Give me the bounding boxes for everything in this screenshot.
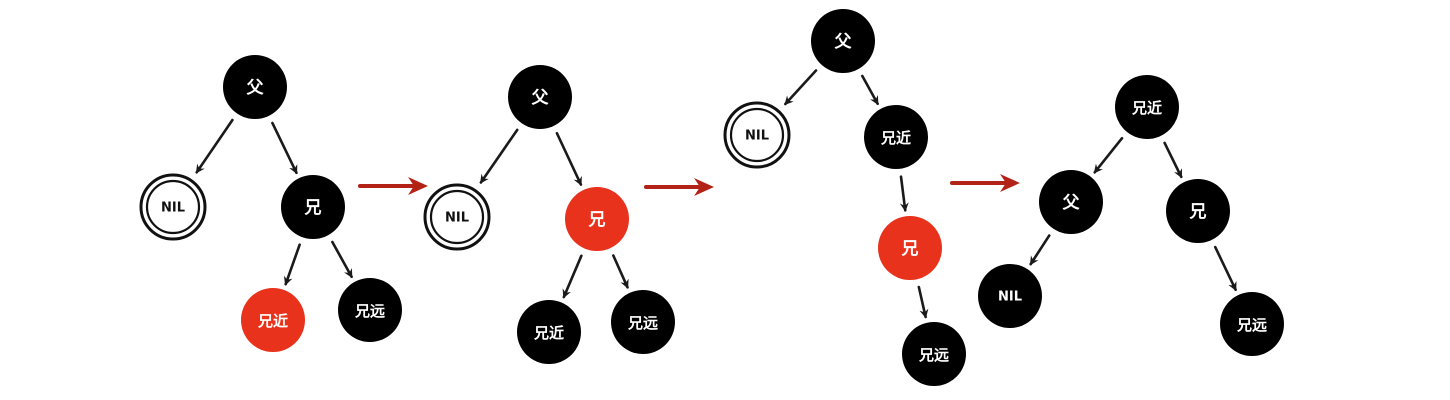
black-node-circle	[517, 300, 581, 364]
black-node-circle	[811, 9, 875, 73]
stage-1-edge-parent-to-sibling	[271, 121, 298, 175]
stage-4-node-sibling-far: 兄远	[1220, 292, 1284, 356]
stage-1-edge-sibling-to-sibling-near	[283, 243, 301, 286]
step-arrow-stage-3-to-4	[950, 174, 1020, 192]
stage-1-node-sibling-near: 兄近	[241, 288, 305, 352]
black-node-circle	[611, 290, 675, 354]
stage-3-edge-parent-to-sibling-near	[861, 74, 879, 106]
red-node-circle	[241, 288, 305, 352]
black-node-circle	[281, 175, 345, 239]
stage-4-node-sibling: 兄	[1166, 179, 1230, 243]
node-label: 父	[1062, 193, 1081, 213]
stage-2-node-sibling: 兄	[565, 187, 629, 251]
node-label: NIL	[445, 211, 469, 226]
node-label: 父	[834, 32, 853, 52]
node-label: 兄近	[880, 129, 911, 147]
stage-1-node-sibling: 兄	[281, 175, 345, 239]
stage-2-edge-parent-to-sibling	[555, 131, 583, 186]
stage-2-edge-sibling-to-sibling-far	[612, 254, 629, 289]
step-arrow-stage-2-to-3	[644, 178, 714, 196]
stage-4-node-sibling-near: 兄近	[1115, 75, 1179, 139]
node-label: 兄近	[533, 324, 564, 342]
black-node-circle	[508, 65, 572, 129]
stage-1-edge-sibling-to-sibling-far	[331, 240, 353, 279]
node-label: NIL	[161, 201, 185, 216]
stage-2-edge-parent-to-nil	[479, 128, 519, 184]
node-label: 兄远	[354, 302, 385, 320]
stage-4-edge-sibling-to-sibling-far	[1213, 245, 1237, 292]
stage-2-node-sibling-far: 兄远	[611, 290, 675, 354]
node-label: 父	[246, 78, 265, 98]
black-node-circle	[902, 322, 966, 386]
node-label: 兄近	[257, 312, 288, 330]
stage-4-node-nil: NIL	[978, 264, 1042, 328]
black-node-circle	[864, 105, 928, 169]
black-node-circle	[338, 278, 402, 342]
node-label: 兄远	[918, 346, 949, 364]
nil-inner-ring	[429, 189, 485, 245]
stage-3-node-sibling: 兄	[878, 216, 942, 280]
node-label: NIL	[745, 129, 769, 144]
stage-1-edge-parent-to-nil	[195, 118, 234, 174]
node-label: 父	[531, 88, 550, 108]
stage-3-node-sibling-near: 兄近	[864, 105, 928, 169]
black-node-circle	[1115, 75, 1179, 139]
node-label: 兄远	[1236, 316, 1267, 334]
nil-outer-ring	[723, 101, 791, 169]
black-node-circle	[223, 55, 287, 119]
node-label: 兄	[588, 210, 606, 230]
nil-outer-ring	[423, 183, 491, 251]
stage-2-node-sibling-near: 兄近	[517, 300, 581, 364]
stage-1-node-nil: NIL	[139, 173, 207, 241]
stage-3-edge-sibling-near-to-sibling	[899, 175, 909, 212]
stage-1-node-sibling-far: 兄远	[338, 278, 402, 342]
red-node-circle	[565, 187, 629, 251]
stage-1-node-parent: 父	[223, 55, 287, 119]
stage-4-edge-parent-to-nil	[1029, 234, 1051, 266]
stage-4-edge-sibling-near-to-parent	[1093, 136, 1124, 174]
stage-4-edge-sibling-near-to-sibling	[1163, 141, 1183, 179]
node-label: 兄近	[1131, 99, 1162, 117]
stage-2-node-nil: NIL	[423, 183, 491, 251]
black-node-circle	[1039, 170, 1103, 234]
black-node-circle	[1166, 179, 1230, 243]
stage-3-node-sibling-far: 兄远	[902, 322, 966, 386]
node-label: 兄	[1189, 202, 1207, 222]
node-label: 兄	[304, 198, 322, 218]
stage-3-edge-sibling-to-sibling-far	[917, 285, 929, 319]
step-arrow-stage-1-to-2	[358, 177, 428, 195]
nil-inner-ring	[145, 179, 201, 235]
nil-outer-ring	[139, 173, 207, 241]
stage-2-node-parent: 父	[508, 65, 572, 129]
node-label: NIL	[998, 290, 1022, 305]
black-node-circle	[978, 264, 1042, 328]
nil-inner-ring	[729, 107, 785, 163]
red-node-circle	[878, 216, 942, 280]
node-label: 兄	[901, 239, 919, 259]
stage-3-node-parent: 父	[811, 9, 875, 73]
stage-2-edge-sibling-to-sibling-near	[562, 254, 583, 299]
stage-4-node-parent: 父	[1039, 170, 1103, 234]
node-label: 兄远	[627, 314, 658, 332]
stage-3-edge-parent-to-nil	[784, 69, 818, 106]
stage-3-node-nil: NIL	[723, 101, 791, 169]
black-node-circle	[1220, 292, 1284, 356]
